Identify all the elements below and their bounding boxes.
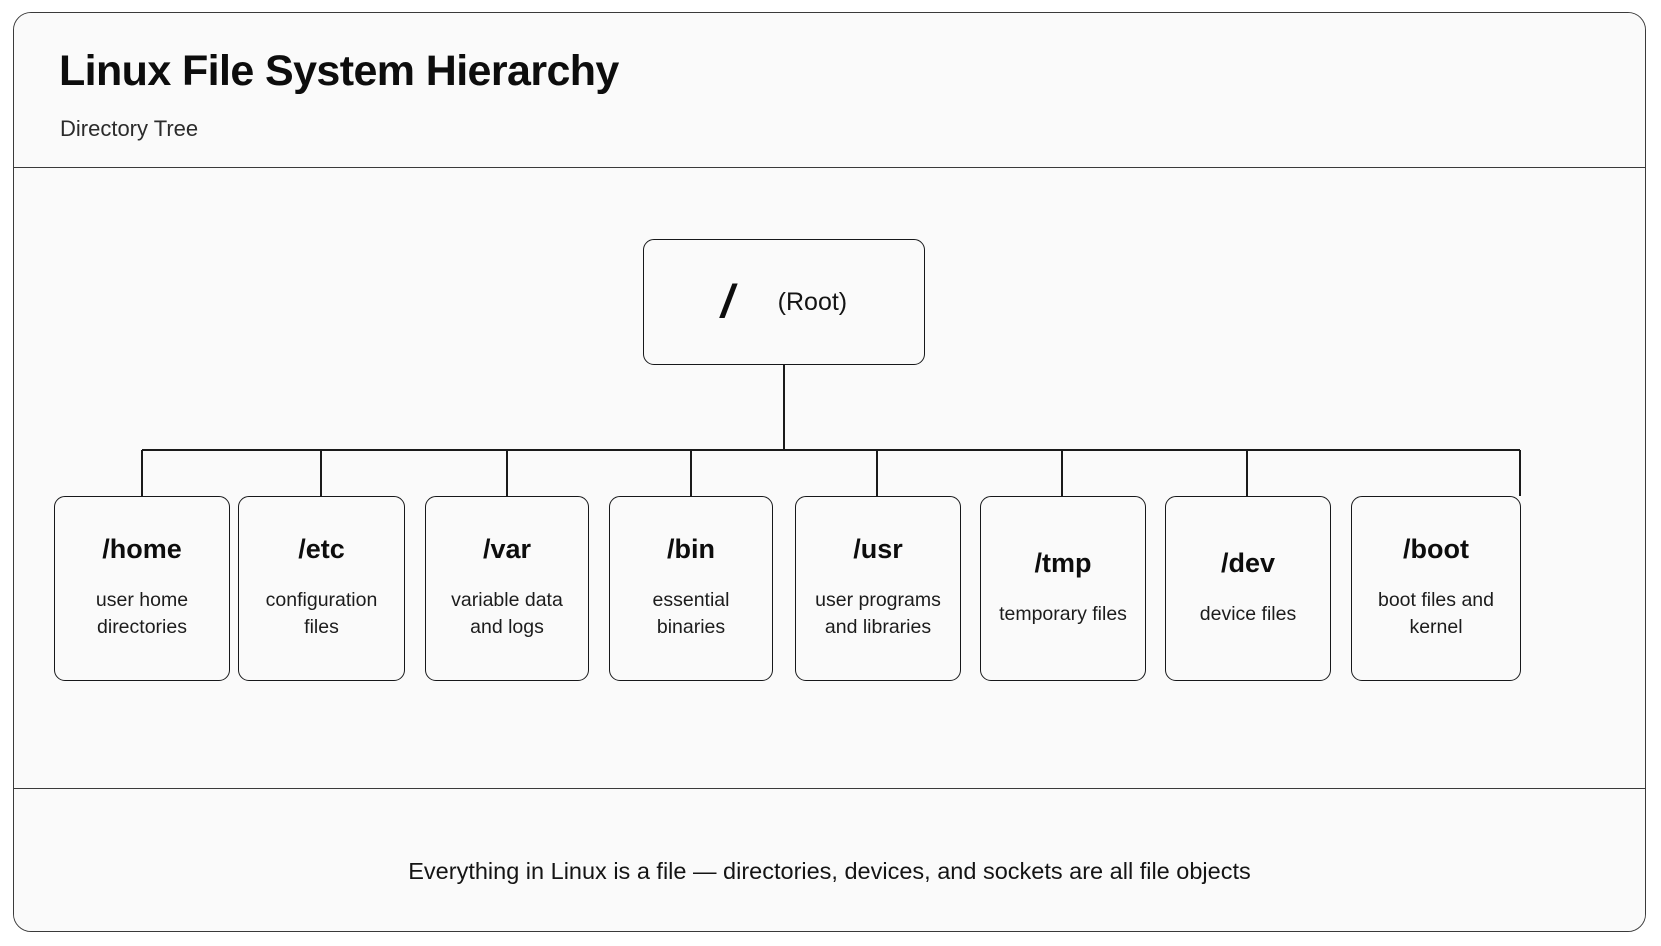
root-label: (Root)	[777, 287, 848, 316]
node-var-name: /var	[482, 534, 532, 565]
node-bin-desc: essential binaries	[652, 589, 730, 638]
node-usr-name: /usr	[853, 534, 903, 565]
diagram-body: / (Root) /home user home directories /et…	[14, 168, 1645, 788]
root-slash-symbol: /	[720, 275, 734, 327]
node-tmp-name: /tmp	[1034, 547, 1092, 578]
node-home-desc: user home directories	[95, 589, 189, 638]
page-title: Linux File System Hierarchy	[59, 47, 619, 95]
node-home-name: /home	[102, 534, 182, 565]
node-etc-desc: configuration files	[265, 589, 378, 638]
node-var[interactable]: /var variable data and logs	[425, 496, 589, 681]
node-etc-name: /etc	[298, 534, 345, 565]
node-boot-name: /boot	[1403, 534, 1469, 565]
node-dev-name: /dev	[1220, 547, 1276, 578]
node-home[interactable]: /home user home directories	[54, 496, 230, 681]
node-bin-name: /bin	[667, 534, 715, 565]
node-boot[interactable]: /boot boot files and kernel	[1351, 496, 1521, 681]
node-var-desc: variable data and logs	[451, 589, 563, 638]
node-usr[interactable]: /usr user programs and libraries	[795, 496, 961, 681]
footer-caption: Everything in Linux is a file — director…	[408, 857, 1251, 884]
page-subtitle: Directory Tree	[60, 116, 199, 141]
node-bin[interactable]: /bin essential binaries	[609, 496, 773, 681]
node-root[interactable]: / (Root)	[643, 239, 925, 365]
node-boot-desc: boot files and kernel	[1377, 589, 1494, 638]
node-dev-desc: device files	[1199, 602, 1297, 625]
node-dev[interactable]: /dev device files	[1165, 496, 1331, 681]
node-etc[interactable]: /etc configuration files	[238, 496, 405, 681]
card-footer: Everything in Linux is a file — director…	[14, 788, 1645, 931]
diagram-card: Linux File System Hierarchy Directory Tr…	[13, 12, 1646, 932]
node-tmp-desc: temporary files	[999, 602, 1127, 625]
node-usr-desc: user programs and libraries	[815, 589, 941, 638]
node-tmp[interactable]: /tmp temporary files	[980, 496, 1146, 681]
card-header: Linux File System Hierarchy Directory Tr…	[14, 13, 1645, 168]
